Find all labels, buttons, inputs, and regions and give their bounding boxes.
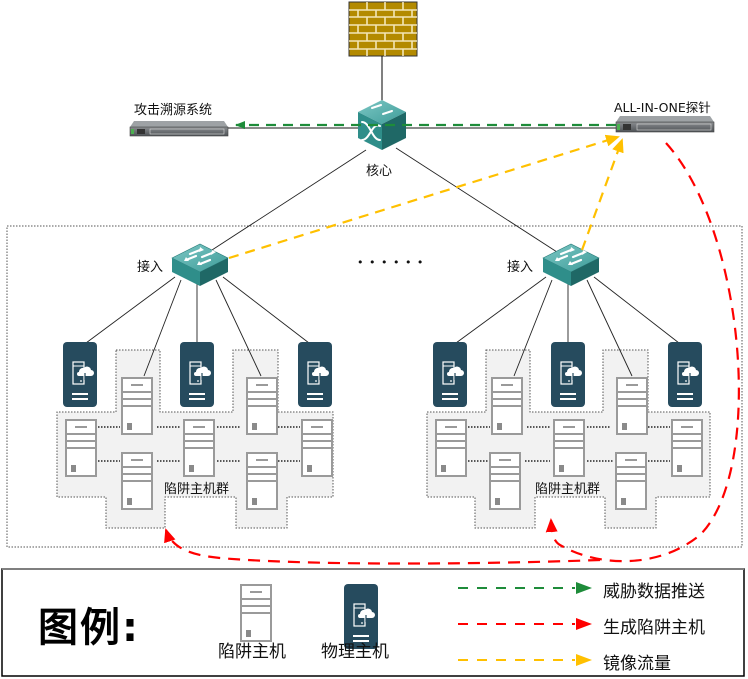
legend-honeypot-host-icon [240,584,272,642]
honeypot-host-icon [65,419,97,477]
honeypot-host-icon [671,419,703,477]
honeypot-host-icon [491,377,523,435]
access-switch-right-icon [541,242,601,288]
generate-honeypot-flow-right [545,142,740,563]
core-access-left-link [211,149,367,251]
physical-host-icon [297,341,333,408]
trace-system-device [129,121,229,137]
physical-host-icon [179,341,215,408]
mirror-traffic-flow-left [228,134,620,260]
physical-host-icon [550,341,586,408]
all-in-one-probe-device [615,116,715,133]
honeypot-host-icon [435,419,467,477]
legend-mirror-traffic-label: 镜像流量 [603,654,671,674]
legend-title: 图例: [38,605,140,651]
probe-label: ALL-IN-ONE探针 [614,100,711,115]
more-access-ellipsis: • • • • • • [357,256,425,269]
honeypot-group-left-label: 陷阱主机群 [164,482,230,497]
physical-host-icon [432,341,468,408]
core-access-right-link [395,147,558,253]
legend-red-arrow-icon [576,618,592,630]
core-switch-icon [358,100,406,150]
legend-threat-push-label: 威胁数据推送 [603,582,705,602]
firewall-icon [348,1,418,57]
honeypot-host-icon [183,419,215,477]
access-switch-left-icon [170,242,230,288]
honeypot-host-icon [121,452,153,510]
access-left-label: 接入 [137,260,164,275]
access-left-links [85,276,310,377]
trace-system-label: 攻击溯源系统 [134,103,213,118]
legend-green-arrow-icon [576,582,592,594]
honeypot-host-icon [553,419,585,477]
access-right-links [455,276,680,377]
mirror-traffic-flow-right [580,138,624,251]
cluster-right [432,341,703,510]
legend-generate-honeypot-label: 生成陷阱主机 [603,618,705,638]
access-layer-region [6,225,743,548]
honeypot-host-icon [489,452,521,510]
honeypot-host-icon [301,419,333,477]
physical-host-icon [667,341,703,408]
cluster-left [62,341,333,510]
core-switch-label: 核心 [366,164,393,179]
honeypot-host-icon [246,452,278,510]
legend-honeypot-host-label: 陷阱主机 [218,642,286,662]
access-right-label: 接入 [507,260,534,275]
honeypot-host-icon [246,377,278,435]
legend-yellow-arrow-icon [576,654,592,666]
physical-host-icon [62,341,98,408]
honeypot-host-icon [121,377,153,435]
honeypot-host-icon [616,377,648,435]
legend-physical-host-label: 物理主机 [321,642,389,662]
honeypot-host-icon [615,452,647,510]
honeypot-group-right-label: 陷阱主机群 [535,482,601,497]
